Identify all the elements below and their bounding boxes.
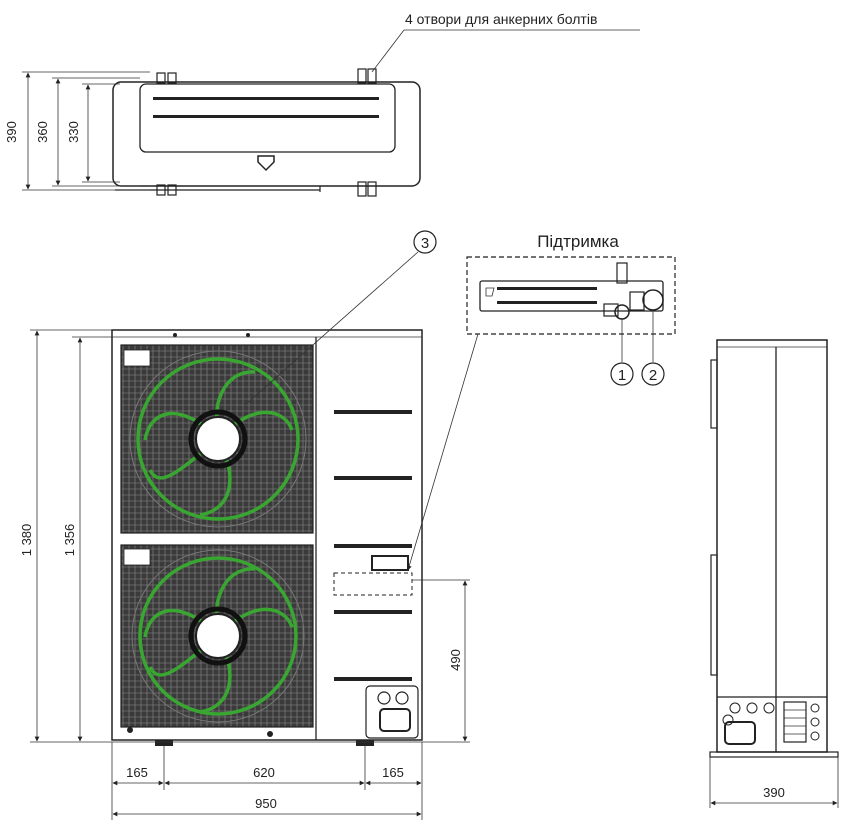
top-view-body [112,81,421,187]
dim-360-top: 360 [35,121,50,143]
top-view-dimensions: 390 360 330 [4,71,150,191]
upper-fan [120,344,314,534]
anchor-holes-label: 4 отвори для анкерних болтів [405,11,597,27]
leader-line [371,29,405,73]
anchor-hole-tab [357,68,367,84]
dim-1380: 1 380 [19,524,34,557]
dim-165-left: 165 [126,765,148,780]
dim-330-top: 330 [66,121,81,143]
front-view-dimensions: 1 380 1 356 490 165 620 165 950 [19,329,470,820]
svg-text:1: 1 [618,367,626,384]
side-view: 390 [709,339,839,808]
anchor-hole-tab [167,72,177,84]
top-view-panel [139,83,396,153]
side-view-body [716,339,828,753]
side-panel-vents [334,410,412,681]
callout-2: 2 [641,362,665,386]
valve-cover [365,685,419,739]
leader-line [244,251,419,406]
foot [356,740,374,746]
support-label: Підтримка [537,232,619,251]
front-view [111,329,423,746]
callout-3: 3 [244,230,437,406]
top-view-slot [153,97,379,100]
dim-390-top: 390 [4,121,19,143]
dim-165-right: 165 [382,765,404,780]
svg-text:3: 3 [421,235,429,252]
callout-circle-3 [413,230,437,254]
svg-text:2: 2 [649,367,657,384]
upper-fan-hub [195,416,241,462]
lower-fan-hub [195,613,241,659]
callout-circle-2 [641,362,665,386]
support-detail-box [466,256,676,335]
support-detail: Підтримка [406,232,676,571]
top-view-slot [153,115,379,118]
dim-490: 490 [448,649,463,671]
dim-950: 950 [255,796,277,811]
foot [155,740,173,746]
anchor-hole-tab [367,68,377,84]
anchor-hole-tab [156,72,166,84]
support-location [333,572,413,596]
top-view: 4 отвори для анкерних болтів 390 360 330 [4,11,640,197]
front-view-body [111,329,423,741]
lower-fan [120,544,314,728]
anchor-hole-tab [357,181,367,197]
callout-circle-1 [610,362,634,386]
anchor-hole-tab [367,181,377,197]
airflow-arrow-icon [257,155,275,172]
service-handle [371,555,409,571]
dim-620: 620 [253,765,275,780]
valve-2 [642,289,664,311]
dim-390-side: 390 [763,785,785,800]
callout-1: 1 [610,362,634,386]
dim-1356: 1 356 [62,524,77,557]
valve-1 [614,304,630,320]
leader-line [406,333,479,571]
